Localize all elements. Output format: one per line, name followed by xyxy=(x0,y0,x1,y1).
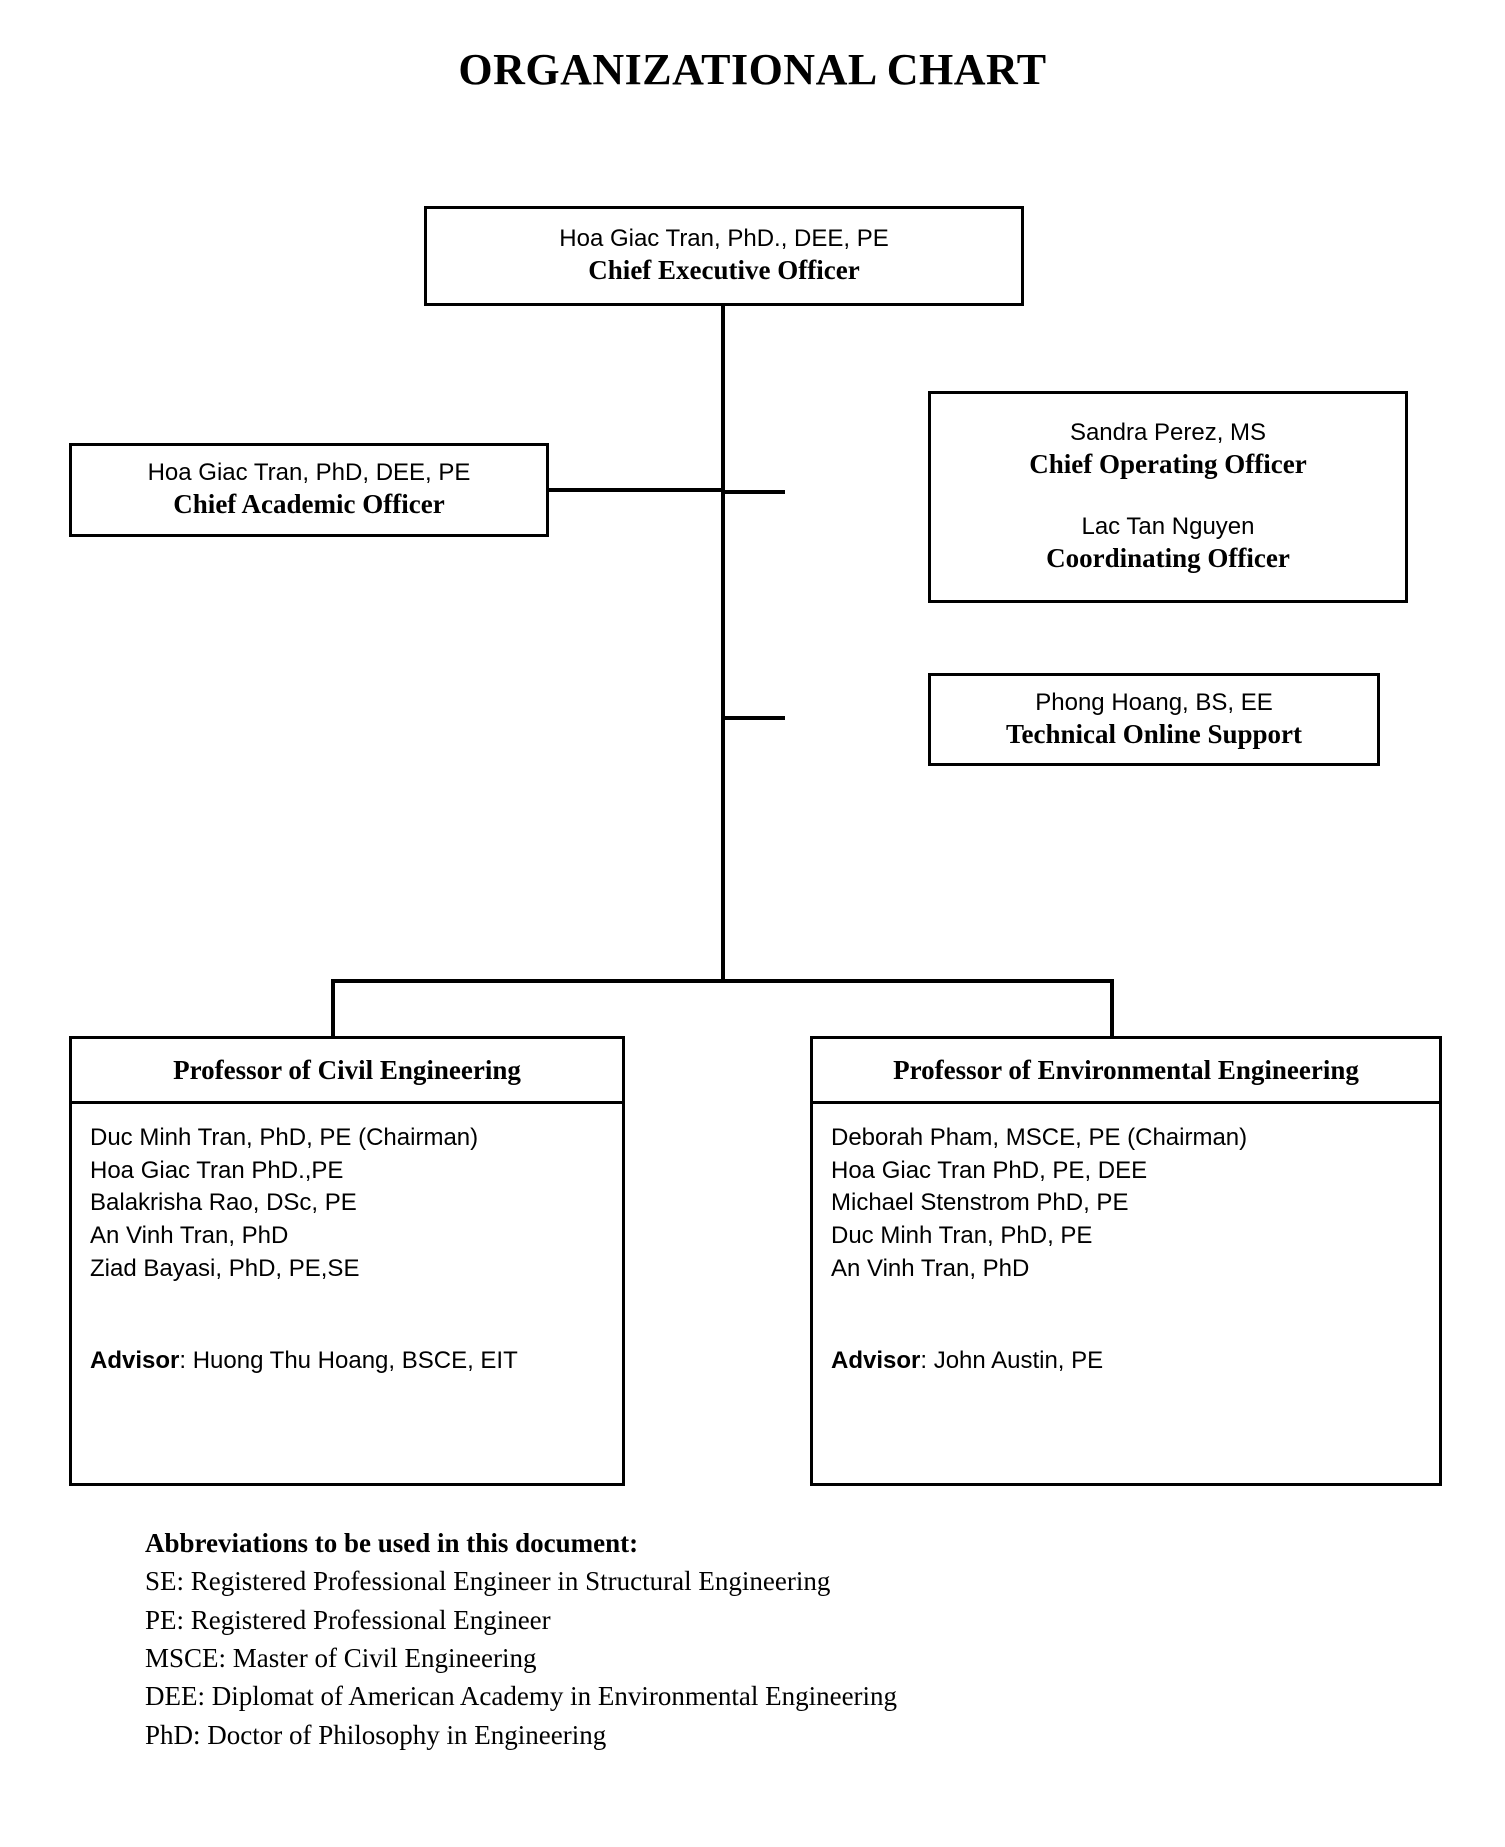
connector-bar-to-civil xyxy=(331,979,335,1036)
list-item: Ziad Bayasi, PhD, PE,SE xyxy=(90,1254,360,1282)
support-person-name: Phong Hoang, BS, EE xyxy=(1035,688,1273,716)
list-item: Michael Stenstrom PhD, PE xyxy=(831,1189,1129,1217)
node-chief-academic-officer[interactable]: Hoa Giac Tran, PhD, DEE, PE Chief Academ… xyxy=(69,443,549,537)
cao-role-title: Chief Academic Officer xyxy=(173,489,445,520)
list-item: Hoa Giac Tran PhD.,PE xyxy=(90,1156,344,1184)
department-civil-engineering[interactable]: Professor of Civil Engineering Duc Minh … xyxy=(69,1036,625,1486)
list-item: Deborah Pham, MSCE, PE (Chairman) xyxy=(831,1124,1248,1151)
connector-bar-to-environmental xyxy=(1110,979,1114,1036)
ceo-role-title: Chief Executive Officer xyxy=(588,255,860,286)
civil-advisor-value: : Huong Thu Hoang, BSCE, EIT xyxy=(179,1347,518,1375)
civil-advisor-label: Advisor xyxy=(90,1347,180,1375)
civil-department-heading: Professor of Civil Engineering xyxy=(72,1039,622,1104)
abbreviation-line: MSCE: Master of Civil Engineering xyxy=(145,1642,537,1673)
node-chief-executive-officer[interactable]: Hoa Giac Tran, PhD., DEE, PE Chief Execu… xyxy=(424,206,1024,306)
list-item: Duc Minh Tran, PhD, PE (Chairman) xyxy=(90,1124,479,1151)
list-item: Balakrisha Rao, DSc, PE xyxy=(90,1189,357,1217)
coo-person-name: Sandra Perez, MS xyxy=(1069,419,1267,447)
coordinating-officer-person-name: Lac Tan Nguyen xyxy=(1081,513,1255,540)
abbreviation-line: SE: Registered Professional Engineer in … xyxy=(145,1566,831,1597)
abbreviation-line: PhD: Doctor of Philosophy in Engineering xyxy=(145,1719,607,1750)
abbreviations-title: Abbreviations to be used in this documen… xyxy=(145,1528,639,1558)
connector-ceo-to-coo xyxy=(721,490,785,494)
list-item: Hoa Giac Tran PhD, PE, DEE xyxy=(831,1156,1148,1184)
coordinating-officer-role-title: Coordinating Officer xyxy=(1046,543,1290,573)
environmental-advisor-row: Advisor: John Austin, PE xyxy=(831,1347,1439,1375)
list-item: An Vinh Tran, PhD xyxy=(90,1221,289,1249)
environmental-department-heading: Professor of Environmental Engineering xyxy=(813,1039,1439,1104)
environmental-advisor-label: Advisor xyxy=(831,1347,921,1375)
list-item: An Vinh Tran, PhD xyxy=(831,1254,1030,1282)
list-item: Duc Minh Tran, PhD, PE xyxy=(831,1221,1093,1249)
abbreviation-line: DEE: Diplomat of American Academy in Env… xyxy=(145,1681,898,1712)
civil-department-body: Duc Minh Tran, PhD, PE (Chairman) Hoa Gi… xyxy=(72,1104,622,1375)
department-environmental-engineering[interactable]: Professor of Environmental Engineering D… xyxy=(810,1036,1442,1486)
ceo-person-name: Hoa Giac Tran, PhD., DEE, PE xyxy=(559,225,889,253)
page-title: ORGANIZATIONAL CHART xyxy=(458,45,1047,94)
abbreviations-block: Abbreviations to be used in this documen… xyxy=(145,1524,897,1754)
coo-role-title: Chief Operating Officer xyxy=(1029,449,1307,480)
node-chief-operating-officer[interactable]: Sandra Perez, MS Chief Operating Officer… xyxy=(928,391,1408,603)
civil-advisor-row: Advisor: Huong Thu Hoang, BSCE, EIT xyxy=(90,1347,622,1375)
support-role-title: Technical Online Support xyxy=(1005,718,1303,749)
connector-ceo-to-cao xyxy=(464,488,724,492)
environmental-department-body: Deborah Pham, MSCE, PE (Chairman) Hoa Gi… xyxy=(813,1104,1439,1375)
environmental-advisor-value: : John Austin, PE xyxy=(920,1347,1104,1375)
connector-departments-bar xyxy=(331,979,1114,983)
cao-person-name: Hoa Giac Tran, PhD, DEE, PE xyxy=(147,459,471,487)
connector-ceo-trunk xyxy=(721,265,725,981)
connector-ceo-to-support xyxy=(721,716,785,720)
node-technical-online-support[interactable]: Phong Hoang, BS, EE Technical Online Sup… xyxy=(928,673,1380,766)
abbreviation-line: PE: Registered Professional Engineer xyxy=(145,1604,551,1635)
